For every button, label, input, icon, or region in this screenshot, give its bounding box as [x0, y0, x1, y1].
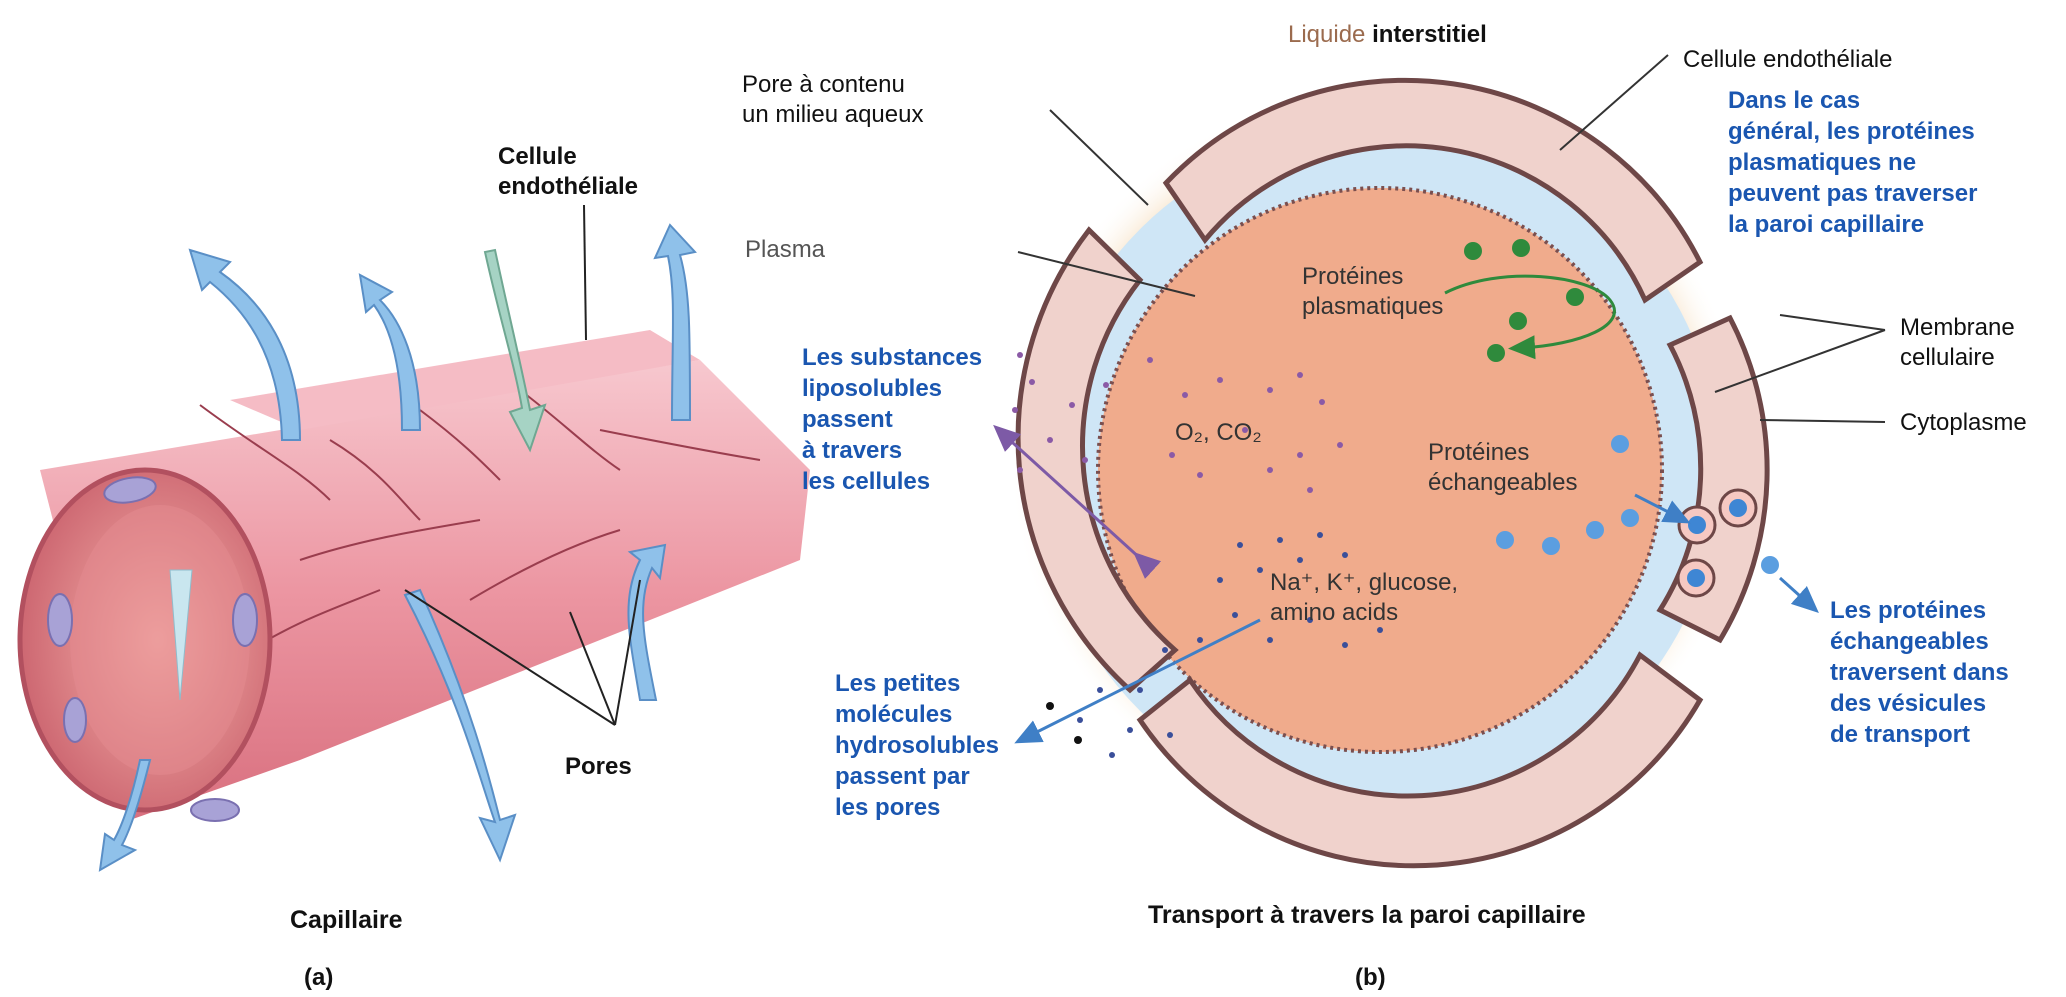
vesicle-exit-arrow	[1780, 578, 1810, 605]
caption-b: Transport à travers la paroi capillaire	[1148, 900, 1586, 930]
plasma-proteins-line1: Protéines	[1302, 262, 1403, 292]
gases-label: O₂, CO₂	[1175, 418, 1262, 448]
panel-letter-a: (a)	[304, 963, 333, 993]
note-lipo-1: Les substances	[802, 342, 982, 373]
cell-label-a-line2: endothéliale	[498, 172, 638, 202]
note-vesicles-5: de transport	[1830, 719, 1970, 750]
plasma-label: Plasma	[745, 235, 825, 265]
small-molecule-dark-dot	[1046, 702, 1054, 710]
capillary-lumen-inner	[70, 505, 250, 775]
ions-line2: amino acids	[1270, 598, 1398, 628]
note-general-1: Dans le cas	[1728, 85, 1860, 116]
caption-a: Capillaire	[290, 905, 403, 935]
cell-label-a-line1: Cellule	[498, 142, 577, 172]
interstitial-label-part2: interstitiel	[1372, 21, 1487, 48]
note-small-5: les pores	[835, 792, 940, 823]
pore-label-line1: Pore à contenu	[742, 70, 905, 100]
exchangeable-line1: Protéines	[1428, 438, 1529, 468]
note-lipo-2: liposolubles	[802, 373, 942, 404]
exchangeable-line2: échangeables	[1428, 468, 1577, 498]
membrane-line2: cellulaire	[1900, 343, 1995, 373]
note-lipo-3: passent	[802, 404, 893, 435]
note-vesicles-2: échangeables	[1830, 626, 1989, 657]
arrow-up-1	[190, 250, 300, 440]
membrane-line1: Membrane	[1900, 313, 2015, 343]
note-vesicles-1: Les protéines	[1830, 595, 1986, 626]
capillary-illustration	[20, 205, 810, 870]
note-lipo-4: à travers	[802, 435, 902, 466]
note-general-4: peuvent pas traverser	[1728, 178, 1977, 209]
small-molecule-dark-dot	[1074, 736, 1082, 744]
panel-letter-b: (b)	[1355, 963, 1386, 993]
note-general-5: la paroi capillaire	[1728, 209, 1924, 240]
note-general-2: général, les protéines	[1728, 116, 1975, 147]
note-small-1: Les petites	[835, 668, 960, 699]
cytoplasm-label: Cytoplasme	[1900, 408, 2027, 438]
interstitial-label-part1: Liquide	[1288, 21, 1365, 48]
note-small-2: molécules	[835, 699, 952, 730]
note-vesicles-3: traversent dans	[1830, 657, 2009, 688]
note-small-3: hydrosolubles	[835, 730, 999, 761]
plasma-proteins-line2: plasmatiques	[1302, 292, 1443, 322]
pore-label-line2: un milieu aqueux	[742, 100, 923, 130]
ions-line1: Na⁺, K⁺, glucose,	[1270, 568, 1458, 598]
note-general-3: plasmatiques ne	[1728, 147, 1916, 178]
pores-label: Pores	[565, 752, 632, 782]
note-small-4: passent par	[835, 761, 970, 792]
endothelial-cell-label: Cellule endothéliale	[1683, 45, 1892, 75]
note-vesicles-4: des vésicules	[1830, 688, 1986, 719]
interstitial-label: Liquide interstitiel	[1288, 20, 1487, 50]
note-lipo-5: les cellules	[802, 466, 930, 497]
